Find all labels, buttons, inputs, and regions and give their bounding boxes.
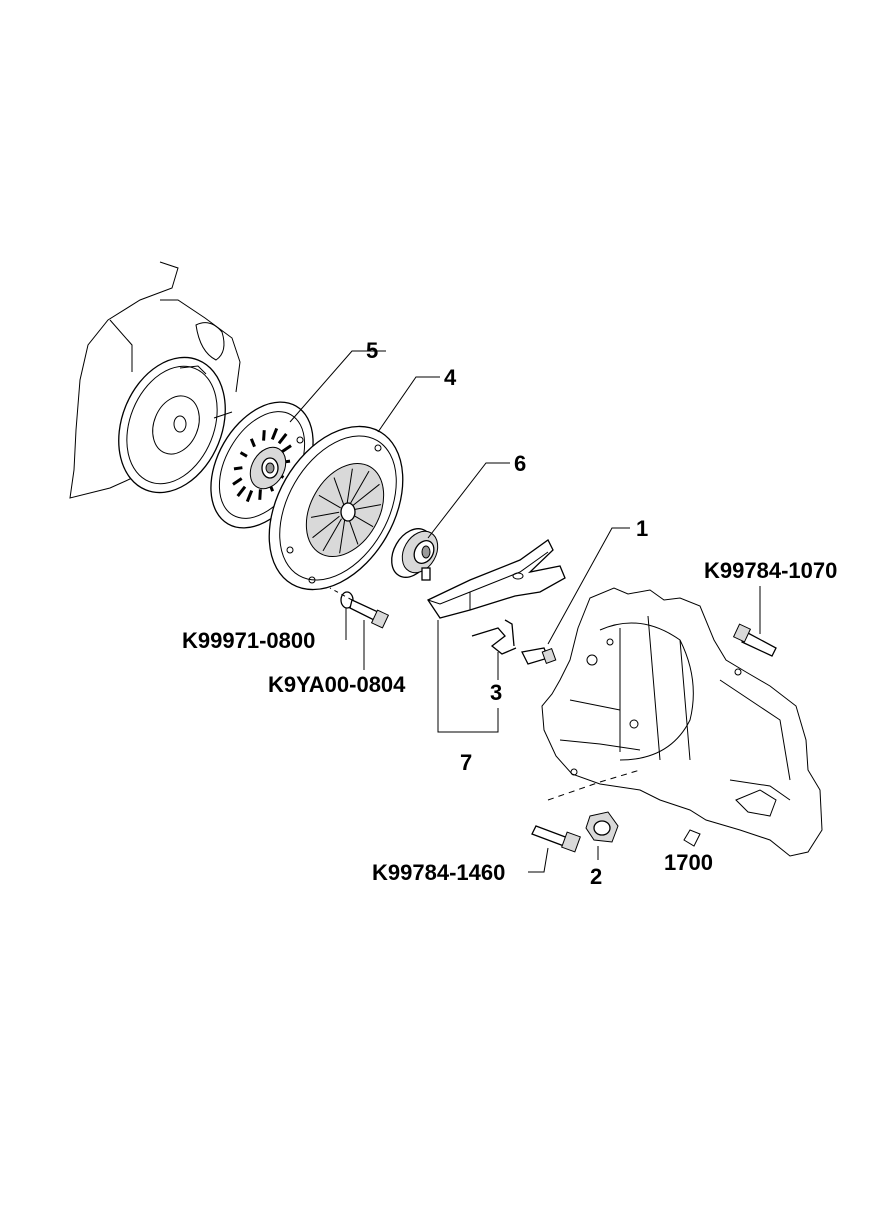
callout-7: 7 — [460, 750, 472, 775]
part-1-pivot-bolt — [521, 647, 557, 665]
pressure-plate-fingers — [310, 468, 382, 554]
callout-k99784-1460: K99784-1460 — [372, 860, 505, 885]
pressure-plate-finger — [310, 511, 340, 518]
pressure-plate-finger — [318, 494, 341, 509]
bolt-k99784-1070 — [732, 623, 777, 657]
disc-slot — [281, 444, 292, 453]
part-6-release-bearing — [391, 528, 439, 581]
leader-lines — [289, 350, 761, 873]
disc-slot — [232, 477, 243, 486]
callout-6: 6 — [514, 451, 526, 476]
callout-5: 5 — [366, 338, 378, 363]
part-7-release-fork — [427, 539, 566, 619]
disc-slot — [236, 485, 247, 497]
disc-slot — [262, 430, 266, 441]
disc-slot — [239, 451, 248, 458]
pressure-plate-finger — [322, 518, 342, 552]
part-2-bush — [585, 811, 619, 843]
callout-k9ya00-0804: K9YA00-0804 — [268, 672, 406, 697]
callout-k99971-0800: K99971-0800 — [182, 628, 315, 653]
part-3-spring-clip — [471, 619, 517, 655]
pressure-plate-finger — [350, 470, 370, 504]
disc-slot — [245, 490, 254, 503]
callout-3: 3 — [490, 680, 502, 705]
callout-2: 2 — [590, 864, 602, 889]
disc-slot — [270, 427, 279, 440]
callout-k99784-1070: K99784-1070 — [704, 558, 837, 583]
pressure-plate-finger — [352, 483, 380, 507]
disc-slot — [233, 466, 243, 471]
pressure-plate-finger — [333, 477, 345, 505]
disc-slot — [258, 489, 262, 500]
disc-slot — [249, 438, 256, 448]
part-4-pressure-plate — [268, 425, 404, 591]
pressure-plate-finger — [339, 519, 346, 554]
transmission-housing-1700 — [541, 587, 823, 857]
pressure-plate-finger — [346, 468, 353, 503]
engine-block-flywheel — [69, 261, 241, 499]
washer-and-bolt-pressure-plate — [340, 591, 390, 629]
callout-labels: 5 4 6 1 K99784-1070 K99971-0800 K9YA00-0… — [182, 338, 837, 889]
disc-slot — [277, 433, 288, 445]
callout-1700: 1700 — [664, 850, 713, 875]
callout-4: 4 — [444, 365, 457, 390]
pressure-plate-finger — [352, 504, 382, 511]
pressure-plate-finger — [312, 515, 340, 539]
bolt-k99784-1460 — [531, 825, 581, 853]
pressure-plate-finger — [347, 517, 359, 545]
callout-1: 1 — [636, 516, 648, 541]
pressure-plate-finger — [351, 513, 374, 528]
